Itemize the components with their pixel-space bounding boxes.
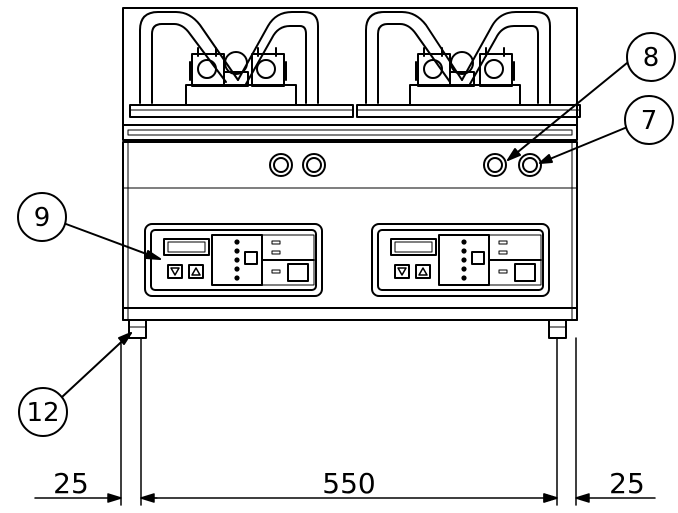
dimension-right-label: 25 (609, 467, 645, 500)
callout-8 (507, 32, 676, 161)
callout-9 (17, 192, 161, 260)
upper-housing (122, 7, 578, 141)
dimension-left-label: 25 (53, 467, 89, 500)
right-knob-pair (483, 153, 542, 177)
fryer-cabinet (122, 141, 578, 321)
dimension-lines (34, 337, 656, 506)
callout-8-label: 8 (643, 43, 660, 73)
callout-7-label: 7 (641, 106, 658, 136)
callout-12-label: 12 (26, 398, 59, 428)
dimension-middle-label: 550 (322, 467, 375, 500)
left-control-panel (144, 223, 323, 297)
left-knob-pair (269, 153, 326, 177)
left-fry-basket (129, 11, 354, 118)
right-fry-basket (356, 11, 581, 118)
right-control-panel (371, 223, 550, 297)
callout-9-label: 9 (34, 203, 51, 233)
callout-12 (18, 332, 132, 437)
callout-7 (539, 95, 674, 164)
adjustable-feet (128, 319, 567, 339)
